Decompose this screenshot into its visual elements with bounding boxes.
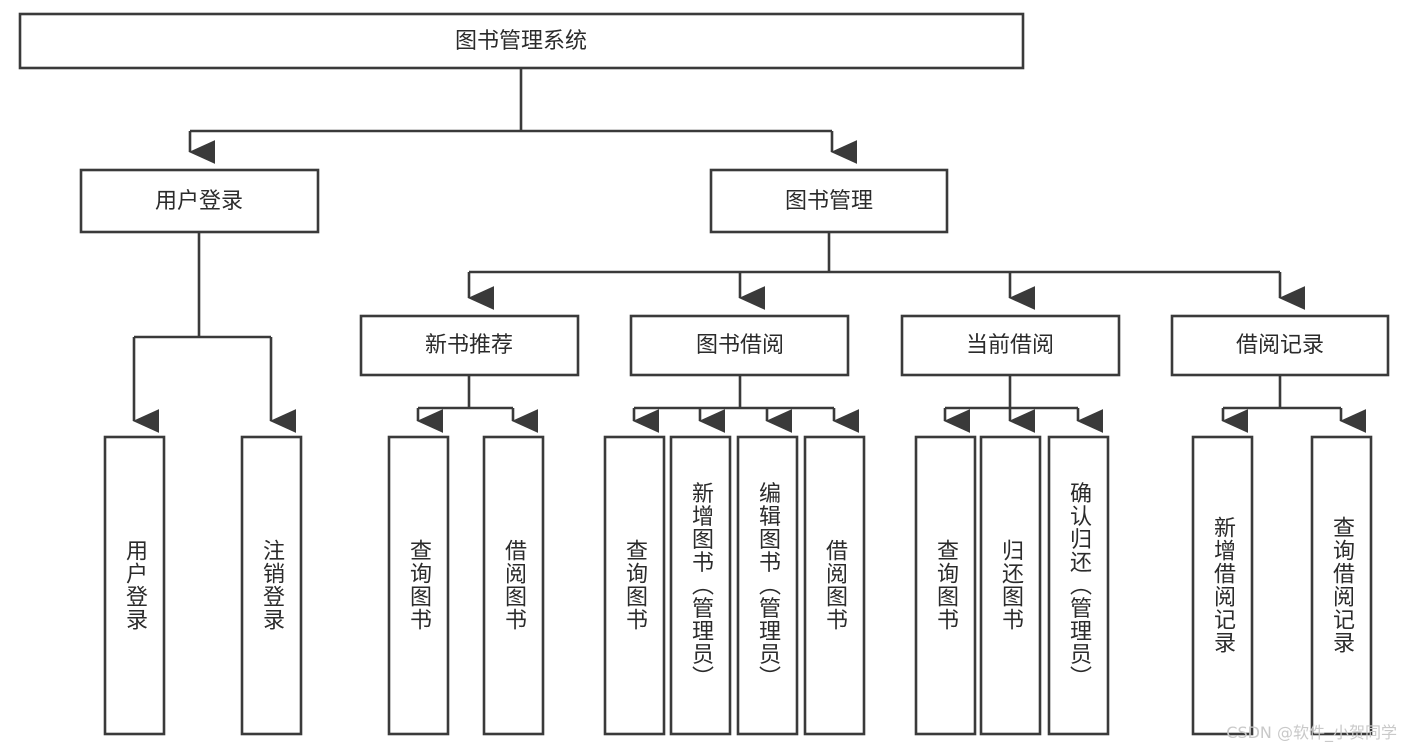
connectors-book-management-to-level3 (467, 232, 1306, 310)
node-borrow-records[interactable]: 借阅记录 (1170, 314, 1390, 377)
leaf-return-book-label: 归还图书 (998, 539, 1024, 631)
leaf-borrow-book-recommend-label: 借阅图书 (501, 539, 527, 631)
connectors-new-book-recommend-to-leaves (416, 375, 539, 433)
leaf-add-borrow-record-label: 新增借阅记录 (1210, 516, 1236, 654)
leaf-logout-label: 注销登录 (259, 539, 285, 631)
node-book-borrow[interactable]: 图书借阅 (629, 314, 850, 377)
leaf-confirm-return-admin[interactable]: 确认归还（管理员） (1047, 435, 1110, 736)
connectors-current-borrow-to-leaves (943, 375, 1104, 433)
node-root-system[interactable]: 图书管理系统 (18, 12, 1025, 70)
connectors-book-borrow-to-leaves (632, 375, 860, 433)
leaf-query-book-recommend-label: 查询图书 (406, 539, 432, 631)
leaf-query-book-recommend[interactable]: 查询图书 (387, 435, 450, 736)
node-new-book-recommend[interactable]: 新书推荐 (359, 314, 580, 377)
node-root-system-label: 图书管理系统 (455, 29, 587, 54)
leaf-borrow-book-label: 借阅图书 (822, 539, 848, 631)
leaf-query-book-current[interactable]: 查询图书 (914, 435, 977, 736)
leaf-return-book[interactable]: 归还图书 (979, 435, 1042, 736)
leaf-add-book-admin[interactable]: 新增图书（管理员） (669, 435, 732, 736)
leaf-borrow-book-recommend[interactable]: 借阅图书 (482, 435, 545, 736)
leaf-confirm-return-admin-label: 确认归还（管理员） (1066, 482, 1092, 689)
node-book-management[interactable]: 图书管理 (709, 168, 949, 234)
leaf-query-book-borrow-label: 查询图书 (622, 539, 648, 631)
connectors-user-login-to-leaves (132, 232, 297, 433)
connectors-root-to-level2 (188, 68, 858, 164)
leaf-edit-book-admin-label: 编辑图书（管理员） (755, 482, 781, 689)
leaf-query-book-borrow[interactable]: 查询图书 (603, 435, 666, 736)
node-book-management-label: 图书管理 (785, 189, 873, 214)
node-book-borrow-label: 图书借阅 (696, 333, 784, 358)
leaf-user-login-label: 用户登录 (122, 539, 148, 631)
leaf-query-borrow-record-label: 查询借阅记录 (1329, 516, 1355, 654)
node-current-borrow-label: 当前借阅 (966, 333, 1054, 358)
leaf-query-book-current-label: 查询图书 (933, 539, 959, 631)
leaf-add-book-admin-label: 新增图书（管理员） (688, 482, 714, 689)
node-user-login-label: 用户登录 (155, 189, 243, 214)
leaf-logout[interactable]: 注销登录 (240, 435, 303, 736)
leaf-add-borrow-record[interactable]: 新增借阅记录 (1191, 435, 1254, 736)
leaf-query-borrow-record[interactable]: 查询借阅记录 (1310, 435, 1373, 736)
node-current-borrow[interactable]: 当前借阅 (900, 314, 1121, 377)
leaf-borrow-book[interactable]: 借阅图书 (803, 435, 866, 736)
node-new-book-recommend-label: 新书推荐 (425, 333, 513, 358)
node-user-login[interactable]: 用户登录 (79, 168, 320, 234)
node-borrow-records-label: 借阅记录 (1236, 333, 1324, 358)
leaf-user-login[interactable]: 用户登录 (103, 435, 166, 736)
leaf-edit-book-admin[interactable]: 编辑图书（管理员） (736, 435, 799, 736)
connectors-borrow-records-to-leaves (1221, 375, 1367, 433)
